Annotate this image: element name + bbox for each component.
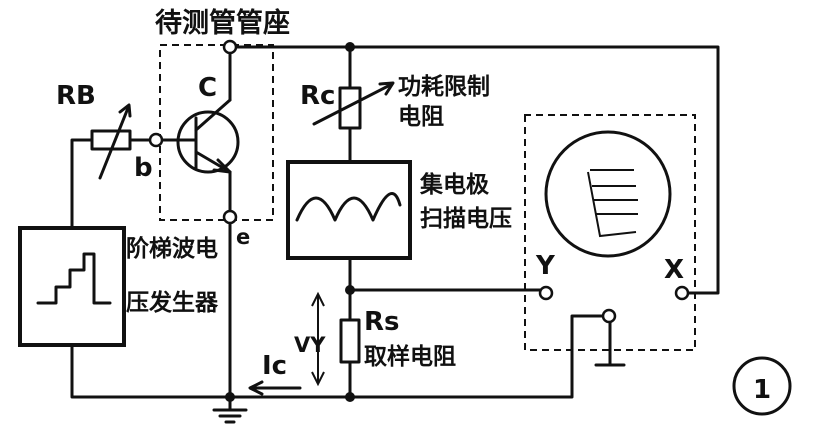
junction-bottom [345, 392, 355, 402]
x-terminal [674, 285, 690, 301]
oscilloscope-screen-icon [544, 130, 672, 258]
scan-voltage-source [286, 160, 412, 260]
rs-description: 取样电阻 [364, 343, 456, 370]
step-label-line2: 压发生器 [126, 289, 219, 316]
rs-resistor-icon [339, 318, 361, 364]
figure-number: 1 [753, 375, 771, 405]
emitter-label: e [236, 225, 250, 249]
y-terminal [538, 285, 554, 301]
base-pin [148, 132, 164, 148]
transistor-socket-outline [159, 44, 274, 221]
junction-sample [345, 285, 355, 295]
base-left-wire [70, 138, 94, 230]
rc-label: Rc [300, 81, 335, 111]
ground-bus-wire [70, 314, 605, 399]
rc-description-line1: 功耗限制 [398, 74, 490, 100]
x-label: X [664, 255, 684, 285]
collector-label: C [198, 73, 217, 103]
rs-label: Rs [364, 307, 400, 337]
vy-label: VY [294, 333, 326, 357]
top-bus-wire [228, 45, 720, 295]
scan-label-line1: 集电极 [419, 171, 489, 198]
base-label: b [134, 153, 153, 183]
ic-arrow [248, 380, 302, 396]
step-generator [18, 226, 126, 347]
rb-label: RB [56, 81, 96, 111]
emitter-pin [222, 209, 238, 225]
collector-pin [222, 39, 238, 55]
rc-resistor-icon [312, 81, 395, 130]
ic-label: Ic [262, 351, 287, 381]
rb-resistor-icon [90, 103, 132, 180]
step-label-line1: 阶梯波电 [126, 235, 218, 262]
ground-terminal [601, 308, 617, 324]
rc-description-line2: 电阻 [398, 104, 444, 130]
scan-label-line2: 扫描电压 [420, 206, 512, 232]
figure-number-circle [732, 356, 792, 416]
socket-title: 待测管管座 [155, 7, 290, 39]
y-label: Y [535, 251, 556, 281]
junction-ground [225, 392, 235, 402]
transistor-icon [176, 98, 240, 174]
vy-arrow [311, 291, 325, 387]
junction-top [345, 42, 355, 52]
oscilloscope-outline [524, 114, 696, 351]
